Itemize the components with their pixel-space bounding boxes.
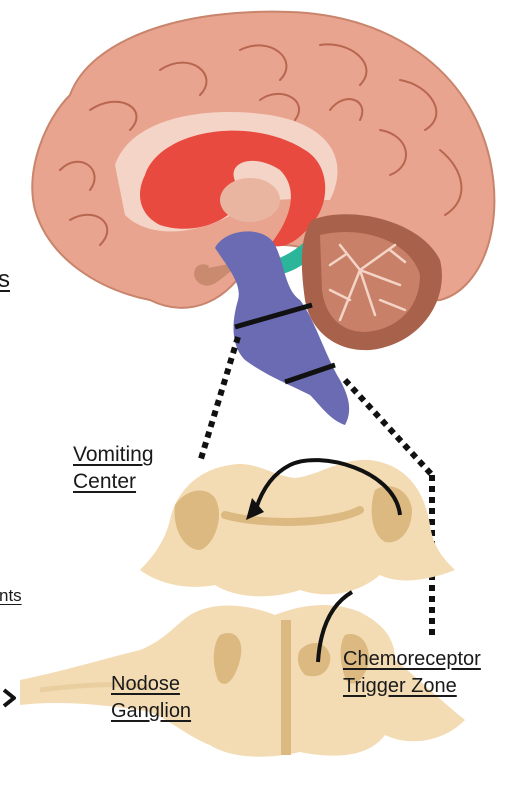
vagal-input-arrow — [4, 690, 14, 706]
projection-line-left — [200, 337, 238, 462]
ctz-line2: Trigger Zone — [343, 673, 481, 700]
cropped-label-mid: nts — [0, 582, 22, 609]
vomiting-center-line2: Center — [73, 468, 154, 495]
cropped-label-top-text: s — [0, 266, 10, 293]
nodose-line2: Ganglion — [111, 698, 191, 725]
cropped-label-top: s — [0, 266, 10, 293]
vomiting-center-line1: Vomiting — [73, 441, 154, 468]
ctz-label: Chemoreceptor Trigger Zone — [343, 646, 481, 700]
vomiting-center-label: Vomiting Center — [73, 441, 154, 495]
ctz-line1: Chemoreceptor — [343, 646, 481, 673]
cropped-label-mid-text: nts — [0, 582, 22, 609]
nodose-ganglion-label: Nodose Ganglion — [111, 671, 191, 725]
nodose-line1: Nodose — [111, 671, 191, 698]
medulla-section-upper — [140, 460, 455, 596]
thalamus — [220, 178, 280, 222]
